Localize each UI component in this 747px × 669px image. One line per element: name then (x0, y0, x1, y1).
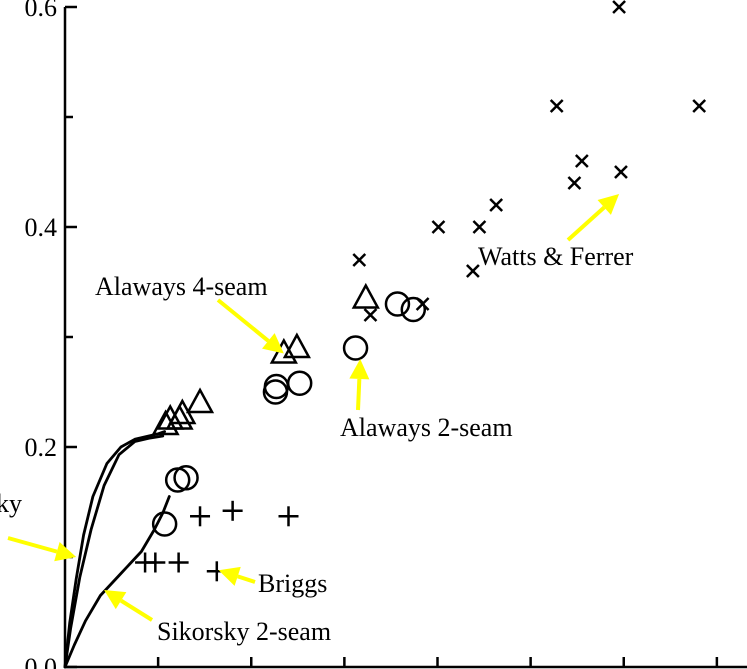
x-marker-stroke (431, 220, 446, 234)
annotation-arrow (104, 590, 154, 622)
arrow-shaft (216, 298, 270, 343)
x-marker (363, 308, 378, 322)
series-curve (63, 495, 171, 669)
x-marker (466, 264, 480, 278)
x-marker (472, 220, 487, 234)
annotation-arrow (7, 536, 77, 562)
plus-marker (222, 500, 243, 521)
arrow-head (54, 541, 77, 562)
x-marker (614, 165, 628, 179)
x-marker-stroke (352, 253, 367, 267)
annotation-alaways-2-seam: Alaways 2-seam (340, 413, 513, 442)
plus-marker (190, 506, 211, 527)
arrow-shaft (566, 205, 606, 242)
x-marker (352, 253, 367, 267)
triangle-marker (282, 332, 311, 359)
x-marker-stroke (612, 0, 626, 14)
x-marker-stroke (549, 99, 564, 113)
plus-marker (145, 552, 166, 573)
arrow-shaft (356, 378, 362, 411)
circle-marker (286, 370, 313, 396)
x-marker (692, 99, 707, 113)
x-marker (574, 154, 589, 168)
annotation-sikorsky-2-seam: Sikorsky 2-seam (157, 617, 331, 646)
annotation-watts-ferrer: Watts & Ferrer (478, 242, 634, 271)
y-tick-label: 0.6 (25, 0, 58, 22)
axes: 0.0 0.2 0.4 0.6 (25, 0, 747, 669)
x-marker-stroke (363, 308, 378, 322)
triangle-marker (168, 398, 197, 425)
annotation-arrows (7, 194, 620, 622)
arrow-shaft (7, 536, 58, 554)
annotation-briggs: Briggs (258, 569, 327, 598)
arrow-head (104, 590, 127, 610)
annotation-labels: Alaways 4-seam Alaways 2-seam Watts & Fe… (0, 242, 634, 646)
y-tick-label: 0.4 (25, 213, 58, 242)
x-marker-stroke (489, 198, 504, 212)
annotation-arrow (566, 194, 620, 242)
x-marker (549, 99, 564, 113)
data-marks (135, 0, 707, 582)
y-tick-label: 0.2 (25, 433, 58, 462)
x-marker (431, 220, 446, 234)
arrow-shaft (119, 598, 154, 622)
x-marker-stroke (614, 165, 628, 179)
x-marker-stroke (466, 264, 480, 278)
annotation-alaways-4-seam: Alaways 4-seam (95, 272, 268, 301)
x-marker (567, 176, 582, 190)
y-tick-label: 0.0 (25, 653, 58, 669)
x-marker-stroke (472, 220, 487, 234)
x-marker-stroke (692, 99, 707, 113)
arrow-head (349, 359, 370, 380)
circle-marker (342, 335, 369, 361)
annotation-arrow (218, 566, 256, 586)
circle-marker (173, 465, 199, 491)
triangle-marker (351, 282, 380, 309)
series-curve (63, 430, 166, 669)
arrow-head (218, 566, 241, 586)
plus-marker (278, 506, 299, 527)
arrow-head (597, 194, 620, 215)
x-marker-stroke (567, 176, 582, 190)
arrow-head (262, 333, 284, 354)
series-curve (63, 434, 165, 669)
circle-marker (384, 291, 411, 317)
annotation-cut-off-left: ky (0, 489, 22, 518)
arrow-shaft (237, 574, 256, 584)
annotation-arrow (349, 359, 370, 411)
circle-marker (151, 511, 178, 537)
x-marker-stroke (574, 154, 589, 168)
annotation-arrow (216, 298, 284, 354)
x-marker (612, 0, 626, 14)
curves (63, 430, 171, 669)
x-marker (489, 198, 504, 212)
plus-marker (168, 552, 189, 573)
circle-marker (400, 296, 427, 323)
triangle-marker (185, 387, 215, 414)
